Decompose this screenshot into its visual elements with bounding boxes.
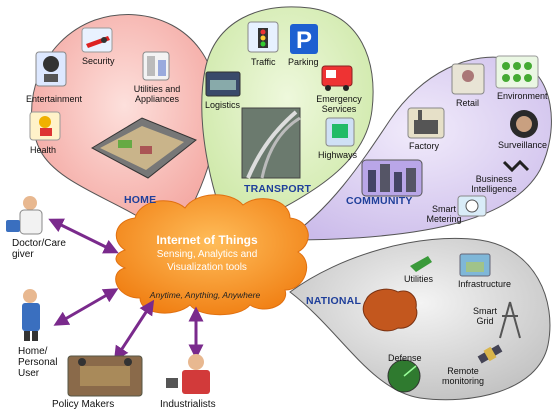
security-label: Security [82, 56, 115, 66]
smart-metering-label-1: Smart [431, 204, 456, 214]
highway-sign-icon [325, 117, 355, 147]
business-intelligence-label-2: Intelligence [471, 184, 517, 194]
satellite-icon [477, 344, 503, 364]
iot-subtitle-line1: Sensing, Analytics and [156, 249, 258, 260]
parking-label: Parking [288, 57, 319, 67]
industrialists-label: Industrialists [160, 399, 216, 410]
transport-title: TRANSPORT [244, 183, 312, 195]
house-floorplan-icon [90, 117, 197, 179]
connector-arrows [48, 218, 204, 362]
utilities-appliances-label-2: Appliances [134, 94, 180, 104]
doctor-label-1: Doctor/Care [12, 238, 66, 249]
home-title: HOME [124, 194, 157, 206]
traffic-icon [247, 21, 279, 53]
smart-grid-label-1: Smart [472, 306, 497, 316]
emergency-label-2: Services [321, 104, 357, 114]
factory-label: Factory [409, 141, 440, 151]
national-utilities-label: Utilities [404, 274, 434, 284]
retail-icon [451, 63, 485, 95]
smart-grid-icon [499, 301, 521, 339]
security-icon [81, 27, 113, 53]
smart-metering-label-2: Metering [426, 214, 462, 224]
home-user-figure [22, 289, 40, 341]
health-label: Health [30, 145, 57, 155]
traffic-label: Traffic [251, 57, 276, 67]
business-intelligence-icon [502, 159, 530, 173]
remote-monitoring-label-2: monitoring [441, 376, 485, 386]
utilities-national-icon [410, 256, 432, 272]
surveillance-icon [510, 110, 538, 138]
policy-makers-label: Policy Makers [52, 399, 115, 410]
iot-subtitle-line2: Visualization tools [167, 262, 247, 273]
arrow-policy [113, 299, 155, 362]
national-title: NATIONAL [306, 295, 362, 307]
iot-tagline: Anytime, Anything, Anywhere [149, 290, 261, 300]
australia-map-icon [362, 288, 418, 332]
doctor-label-2: giver [12, 249, 34, 260]
highways-photo [241, 107, 301, 179]
entertainment-icon [35, 51, 67, 87]
policy-makers-figure [67, 355, 143, 397]
smart-metering-icon [457, 195, 487, 217]
logistics-label: Logistics [205, 100, 241, 110]
factory-icon [407, 107, 445, 139]
industrialists-figure [166, 354, 210, 394]
health-icon [29, 111, 61, 141]
utilities-appliances-label-1: Utilities and [133, 84, 181, 94]
iot-cloud [115, 194, 309, 316]
city-skyline-icon [361, 159, 423, 197]
infrastructure-label: Infrastructure [458, 279, 512, 289]
environment-icon [495, 55, 539, 89]
arrow-doctor [48, 218, 119, 254]
defense-label: Defense [388, 353, 422, 363]
retail-label: Retail [456, 98, 480, 108]
emergency-icon [321, 65, 353, 91]
surveillance-label: Surveillance [498, 140, 548, 150]
defense-radar-icon [387, 359, 421, 393]
arrow-home-user [53, 288, 119, 326]
entertainment-label: Entertainment [26, 94, 83, 104]
business-intelligence-label-1: Business [475, 174, 513, 184]
highways-label: Highways [318, 150, 358, 160]
remote-monitoring-label-1: Remote [447, 366, 479, 376]
parking-icon: P [290, 24, 318, 54]
smart-grid-label-2: Grid [476, 316, 494, 326]
environment-label: Environment [497, 91, 548, 101]
emergency-label-1: Emergency [316, 94, 362, 104]
svg-text:P: P [296, 27, 312, 54]
appliances-icon [142, 51, 170, 81]
infrastructure-icon [459, 253, 491, 277]
home-user-label-2: Personal [18, 357, 58, 368]
home-user-label-3: User [18, 368, 40, 379]
doctor-figure [6, 196, 43, 235]
iot-title: Internet of Things [156, 233, 258, 247]
logistics-icon [205, 71, 241, 97]
community-title: COMMUNITY [346, 195, 413, 207]
home-user-label-1: Home/ [18, 346, 48, 357]
